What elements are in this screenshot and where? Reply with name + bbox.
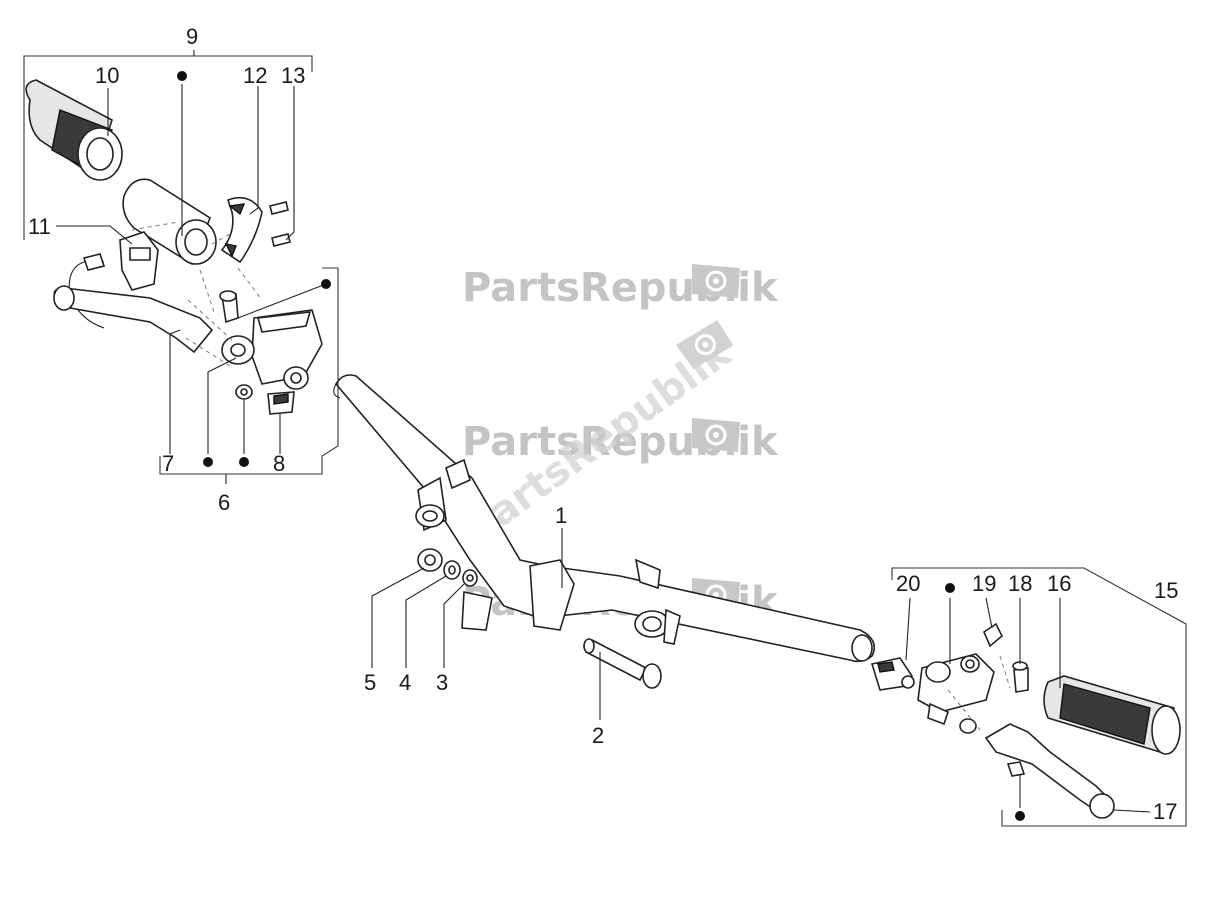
- bolt-part-2: [583, 638, 662, 689]
- spacer-part-5: [417, 548, 443, 572]
- callout-2: 2: [592, 723, 604, 748]
- assembly-bracket-6: [159, 267, 339, 475]
- callout-9: 9: [186, 24, 198, 49]
- lever-mount-part-right: [917, 653, 995, 726]
- brake-lever-part-17: [984, 723, 1115, 819]
- callout-7: 7: [162, 451, 174, 476]
- reference-dots: [177, 71, 1025, 821]
- handlebar-tube: [333, 374, 876, 663]
- callout-5: 5: [364, 670, 376, 695]
- nut-part-right: [959, 718, 977, 734]
- gear-flag-icon: [692, 418, 740, 452]
- callout-18: 18: [1008, 571, 1032, 596]
- bolt-part-19: [983, 622, 1003, 648]
- callout-11: 11: [28, 214, 51, 239]
- callout-17: 17: [1153, 799, 1177, 824]
- throttle-tube-part-9: [122, 178, 217, 266]
- callout-12: 12: [243, 63, 267, 88]
- gear-flag-icon: [692, 264, 740, 298]
- callout-15: 15: [1154, 578, 1178, 603]
- switch-part-20: [870, 657, 915, 691]
- leader-lines: [56, 50, 1151, 813]
- switch-part-8: [267, 391, 295, 415]
- screws-part-13: [269, 201, 291, 247]
- clamp-part-11: [119, 231, 159, 291]
- pin-part-18: [1012, 661, 1029, 693]
- grip-part-10: [25, 79, 123, 181]
- callout-20: 20: [896, 571, 920, 596]
- nut-part-left: [235, 384, 253, 400]
- callout-4: 4: [399, 670, 411, 695]
- callout-19: 19: [972, 571, 996, 596]
- master-cylinder-part-6: [219, 290, 323, 390]
- callout-8: 8: [273, 451, 285, 476]
- assembly-bracket-15: [891, 567, 1187, 827]
- gear-flag-icon: [676, 320, 734, 370]
- callout-3: 3: [436, 670, 448, 695]
- callout-10: 10: [95, 63, 119, 88]
- grip-part-16: [1043, 675, 1181, 755]
- callout-6: 6: [218, 490, 230, 515]
- assembly-bracket-9: [23, 55, 313, 240]
- washer-part-3: [462, 569, 478, 587]
- callout-13: 13: [281, 63, 305, 88]
- cover-part-12: [220, 196, 263, 264]
- callout-16: 16: [1047, 571, 1071, 596]
- callout-1: 1: [555, 503, 567, 528]
- callout-labels: 1 2 3 4 5 6 7 8 9 10 11 12 13 15 16 17 1…: [28, 24, 1178, 824]
- brake-lever-part-7: [53, 285, 214, 354]
- washer-part-4: [443, 560, 461, 580]
